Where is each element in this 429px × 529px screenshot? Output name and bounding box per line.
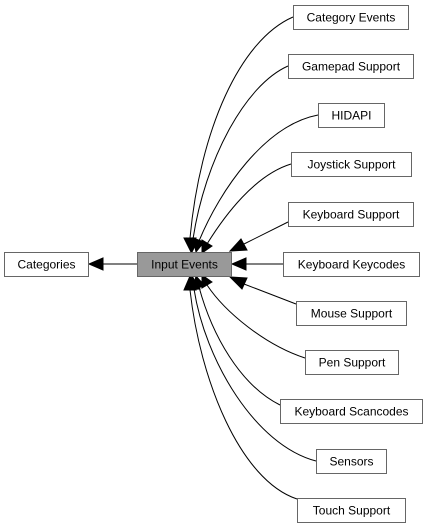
edge-keyboard-keycodes-to-input-events [230,257,283,271]
node-gamepad-support[interactable]: Gamepad Support [288,54,414,79]
node-label-joystick-support: Joystick Support [307,158,396,172]
edge-hidapi-to-input-events [192,114,319,254]
node-category-events[interactable]: Category Events [293,5,409,30]
node-keyboard-support[interactable]: Keyboard Support [288,202,414,227]
node-label-keyboard-keycodes: Keyboard Keycodes [298,258,405,272]
edges [87,16,319,500]
node-label-hidapi: HIDAPI [331,109,371,123]
nodes: Categories Input Events Category Events … [4,5,423,523]
node-label-input-events: Input Events [151,258,218,272]
edge-input-events-to-categories [87,257,137,271]
node-label-keyboard-scancodes: Keyboard Scancodes [294,405,408,419]
edge-joystick-support-to-input-events [201,163,292,254]
node-label-mouse-support: Mouse Support [311,307,393,321]
node-label-category-events: Category Events [307,11,396,25]
node-touch-support[interactable]: Touch Support [297,498,406,523]
node-sensors[interactable]: Sensors [316,449,387,474]
node-input-events: Input Events [137,252,232,277]
node-label-keyboard-support: Keyboard Support [303,208,400,222]
node-label-categories: Categories [17,258,75,272]
edge-gamepad-support-to-input-events [186,65,289,254]
node-label-gamepad-support: Gamepad Support [302,60,401,74]
node-joystick-support[interactable]: Joystick Support [291,152,412,177]
node-categories[interactable]: Categories [4,252,89,277]
node-keyboard-keycodes[interactable]: Keyboard Keycodes [283,252,420,277]
node-label-pen-support: Pen Support [319,356,386,370]
edge-mouse-support-to-input-events [228,276,297,305]
node-mouse-support[interactable]: Mouse Support [296,301,407,326]
node-label-touch-support: Touch Support [313,504,391,518]
node-pen-support[interactable]: Pen Support [305,350,399,375]
edge-keyboard-support-to-input-events [228,221,289,252]
node-hidapi[interactable]: HIDAPI [318,103,385,128]
node-keyboard-scancodes[interactable]: Keyboard Scancodes [280,399,423,424]
node-label-sensors: Sensors [329,455,373,469]
edge-touch-support-to-input-events [183,274,298,500]
